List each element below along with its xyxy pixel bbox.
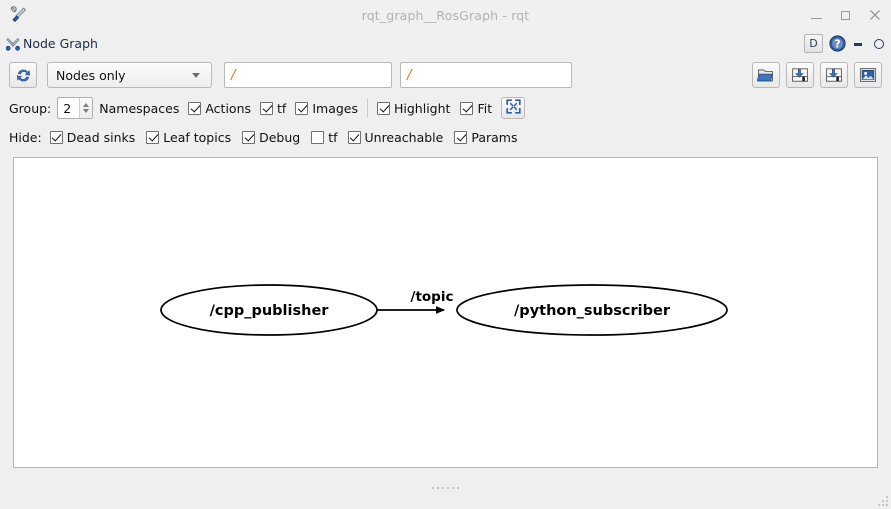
graph-toolbar: Nodes only / / [0,57,891,93]
refresh-icon [15,67,32,84]
dock-close-button[interactable] [872,37,886,51]
fit-in-view-button[interactable] [501,97,526,119]
graph-node-ellipse[interactable] [160,284,378,336]
checkbox-tf-box[interactable] [260,101,274,115]
checkbox-params[interactable]: Params [454,130,517,145]
dock-widget-header: Node Graph D ? [0,30,891,57]
checkbox-hide-tf[interactable]: tf [311,129,338,145]
graph-type-combobox[interactable]: Nodes only [47,62,212,88]
save-svg-icon [825,67,843,83]
spin-down-icon[interactable] [83,109,90,113]
filter-exclude-value: / [407,67,412,83]
checkbox-debug-box[interactable] [242,130,256,144]
checkbox-params-label: Params [471,129,518,145]
toolbar-separator [367,99,368,117]
checkbox-highlight-label: Highlight [394,100,451,116]
graph-node-label: /python_subscriber [514,303,671,319]
checkbox-debug[interactable]: Debug [242,130,300,145]
checkbox-leaf-topics[interactable]: Leaf topics [146,130,231,145]
dock-action-buttons: D ? [804,30,886,57]
save-dot-button[interactable] [786,62,814,88]
group-spinbox[interactable]: 2 [57,97,94,119]
checkbox-highlight[interactable]: Highlight [377,101,450,116]
checkbox-images-label: Images [312,100,358,116]
window-resize-grip[interactable] [876,494,888,506]
fit-in-view-icon [505,99,521,117]
window-minimize-button[interactable] [809,7,825,23]
checkbox-images-box[interactable] [295,101,309,115]
window-title: rqt_graph__RosGraph - rqt [361,7,530,23]
checkbox-fit-label: Fit [477,100,493,116]
node-graph-svg: /topic /cpp_publisher/python_subscriber [160,284,728,336]
graph-nodes-group: /cpp_publisher/python_subscriber [160,284,728,336]
checkbox-dead-sinks-label: Dead sinks [66,129,136,145]
graph-type-value: Nodes only [56,67,126,83]
namespaces-label: Namespaces [99,100,180,116]
chevron-down-icon [192,72,200,78]
checkbox-tf-label: tf [277,100,287,116]
checkbox-actions-box[interactable] [188,101,202,115]
splitter-handle[interactable] [0,487,891,489]
checkbox-actions-label: Actions [205,100,252,116]
group-label: Group: [9,100,52,116]
checkbox-debug-label: Debug [259,129,301,145]
window-controls [809,0,883,30]
refresh-button[interactable] [9,62,37,88]
checkbox-fit[interactable]: Fit [460,101,492,116]
dock-float-button[interactable]: D [804,34,823,53]
load-dot-button[interactable] [752,62,780,88]
group-spinbox-arrows[interactable] [79,98,93,118]
node-graph-icon [5,36,21,52]
dock-title: Node Graph [23,36,98,51]
help-icon[interactable]: ? [829,35,846,52]
image-icon [859,67,877,83]
graph-node[interactable]: /python_subscriber [456,284,728,336]
checkbox-highlight-box[interactable] [377,101,390,115]
checkbox-fit-box[interactable] [460,101,474,115]
folder-open-icon [757,67,775,83]
checkbox-unreachable[interactable]: Unreachable [347,129,444,145]
checkbox-dead-sinks-box[interactable] [49,130,63,144]
graph-canvas-container: /topic /cpp_publisher/python_subscriber [0,151,891,479]
checkbox-params-box[interactable] [454,130,468,144]
graph-export-buttons [752,62,882,88]
filter-include-input[interactable]: / [224,62,392,88]
spin-up-icon[interactable] [83,103,90,107]
save-image-button[interactable] [854,62,882,88]
checkbox-tf[interactable]: tf [260,101,286,116]
window-maximize-button[interactable] [838,7,854,23]
checkbox-images[interactable]: Images [295,101,358,116]
checkbox-hide-tf-box[interactable] [311,130,325,144]
graph-edges-group: /topic [377,289,454,314]
checkbox-hide-tf-label: tf [328,129,338,145]
checkbox-unreachable-box[interactable] [347,130,361,144]
filter-exclude-input[interactable]: / [400,62,572,88]
graph-node-label: /cpp_publisher [210,303,330,319]
graph-edge-label[interactable]: /topic [411,289,454,305]
graph-hide-row: Hide: Dead sinks Leaf topics Debug tf Un… [0,123,891,151]
dock-minimize-button[interactable] [852,37,866,51]
checkbox-actions[interactable]: Actions [188,101,251,116]
checkbox-leaf-topics-label: Leaf topics [163,129,232,145]
hide-label: Hide: [9,129,42,145]
graph-options-row: Group: 2 Namespaces Actions tf Images Hi… [0,93,891,123]
save-dot-icon [791,67,809,83]
filter-include-value: / [231,67,236,83]
checkbox-leaf-topics-box[interactable] [146,130,160,144]
save-svg-button[interactable] [820,62,848,88]
graph-node-ellipse[interactable] [456,284,728,336]
window-titlebar: rqt_graph__RosGraph - rqt [0,0,891,30]
window-bottom-area [0,479,891,509]
checkbox-dead-sinks[interactable]: Dead sinks [49,129,136,145]
ros-node-graph-view[interactable]: /topic /cpp_publisher/python_subscriber [13,157,878,468]
group-spinbox-value: 2 [63,100,72,116]
app-icon [8,4,28,24]
svg-text:?: ? [834,38,840,50]
checkbox-unreachable-label: Unreachable [364,129,444,145]
graph-node[interactable]: /cpp_publisher [160,284,378,336]
window-close-button[interactable] [867,7,883,23]
